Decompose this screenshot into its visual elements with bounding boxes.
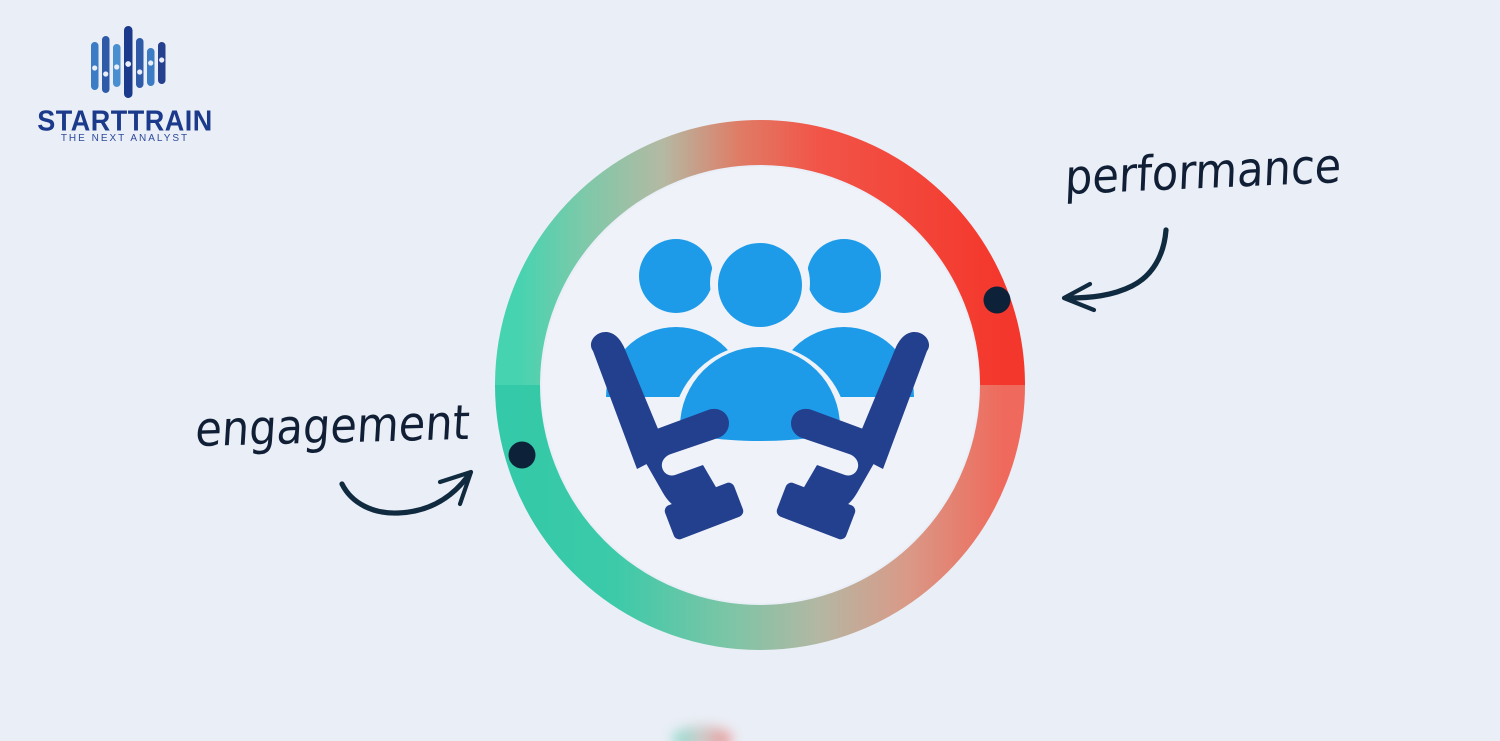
people-group-icon	[606, 233, 914, 441]
bottom-blur-decoration	[672, 726, 732, 741]
engagement-performance-diagram	[470, 95, 1050, 675]
callout-performance: performance	[1064, 138, 1343, 206]
brand-name-text: STARTTRAIN	[37, 105, 213, 137]
brand-tagline-text: THE NEXT ANALYST	[60, 133, 190, 144]
performance-marker-dot	[983, 286, 1011, 314]
callout-performance-label: performance	[1063, 138, 1343, 207]
brand-tagline: THE NEXT ANALYST	[30, 134, 220, 150]
curved-arrow-right-icon	[339, 469, 474, 516]
brand-name: STARTTRAIN	[30, 105, 220, 137]
hands-icon	[590, 331, 930, 540]
curved-arrow-left-icon	[1061, 227, 1169, 313]
equalizer-bars-icon	[85, 22, 170, 102]
callout-engagement: engagement	[194, 395, 472, 458]
callout-engagement-label: engagement	[193, 395, 472, 459]
brand-logo[interactable]: STARTTRAIN THE NEXT ANALYST	[30, 22, 230, 167]
engagement-marker-dot	[508, 441, 536, 469]
people-in-hands-icon	[575, 225, 945, 555]
